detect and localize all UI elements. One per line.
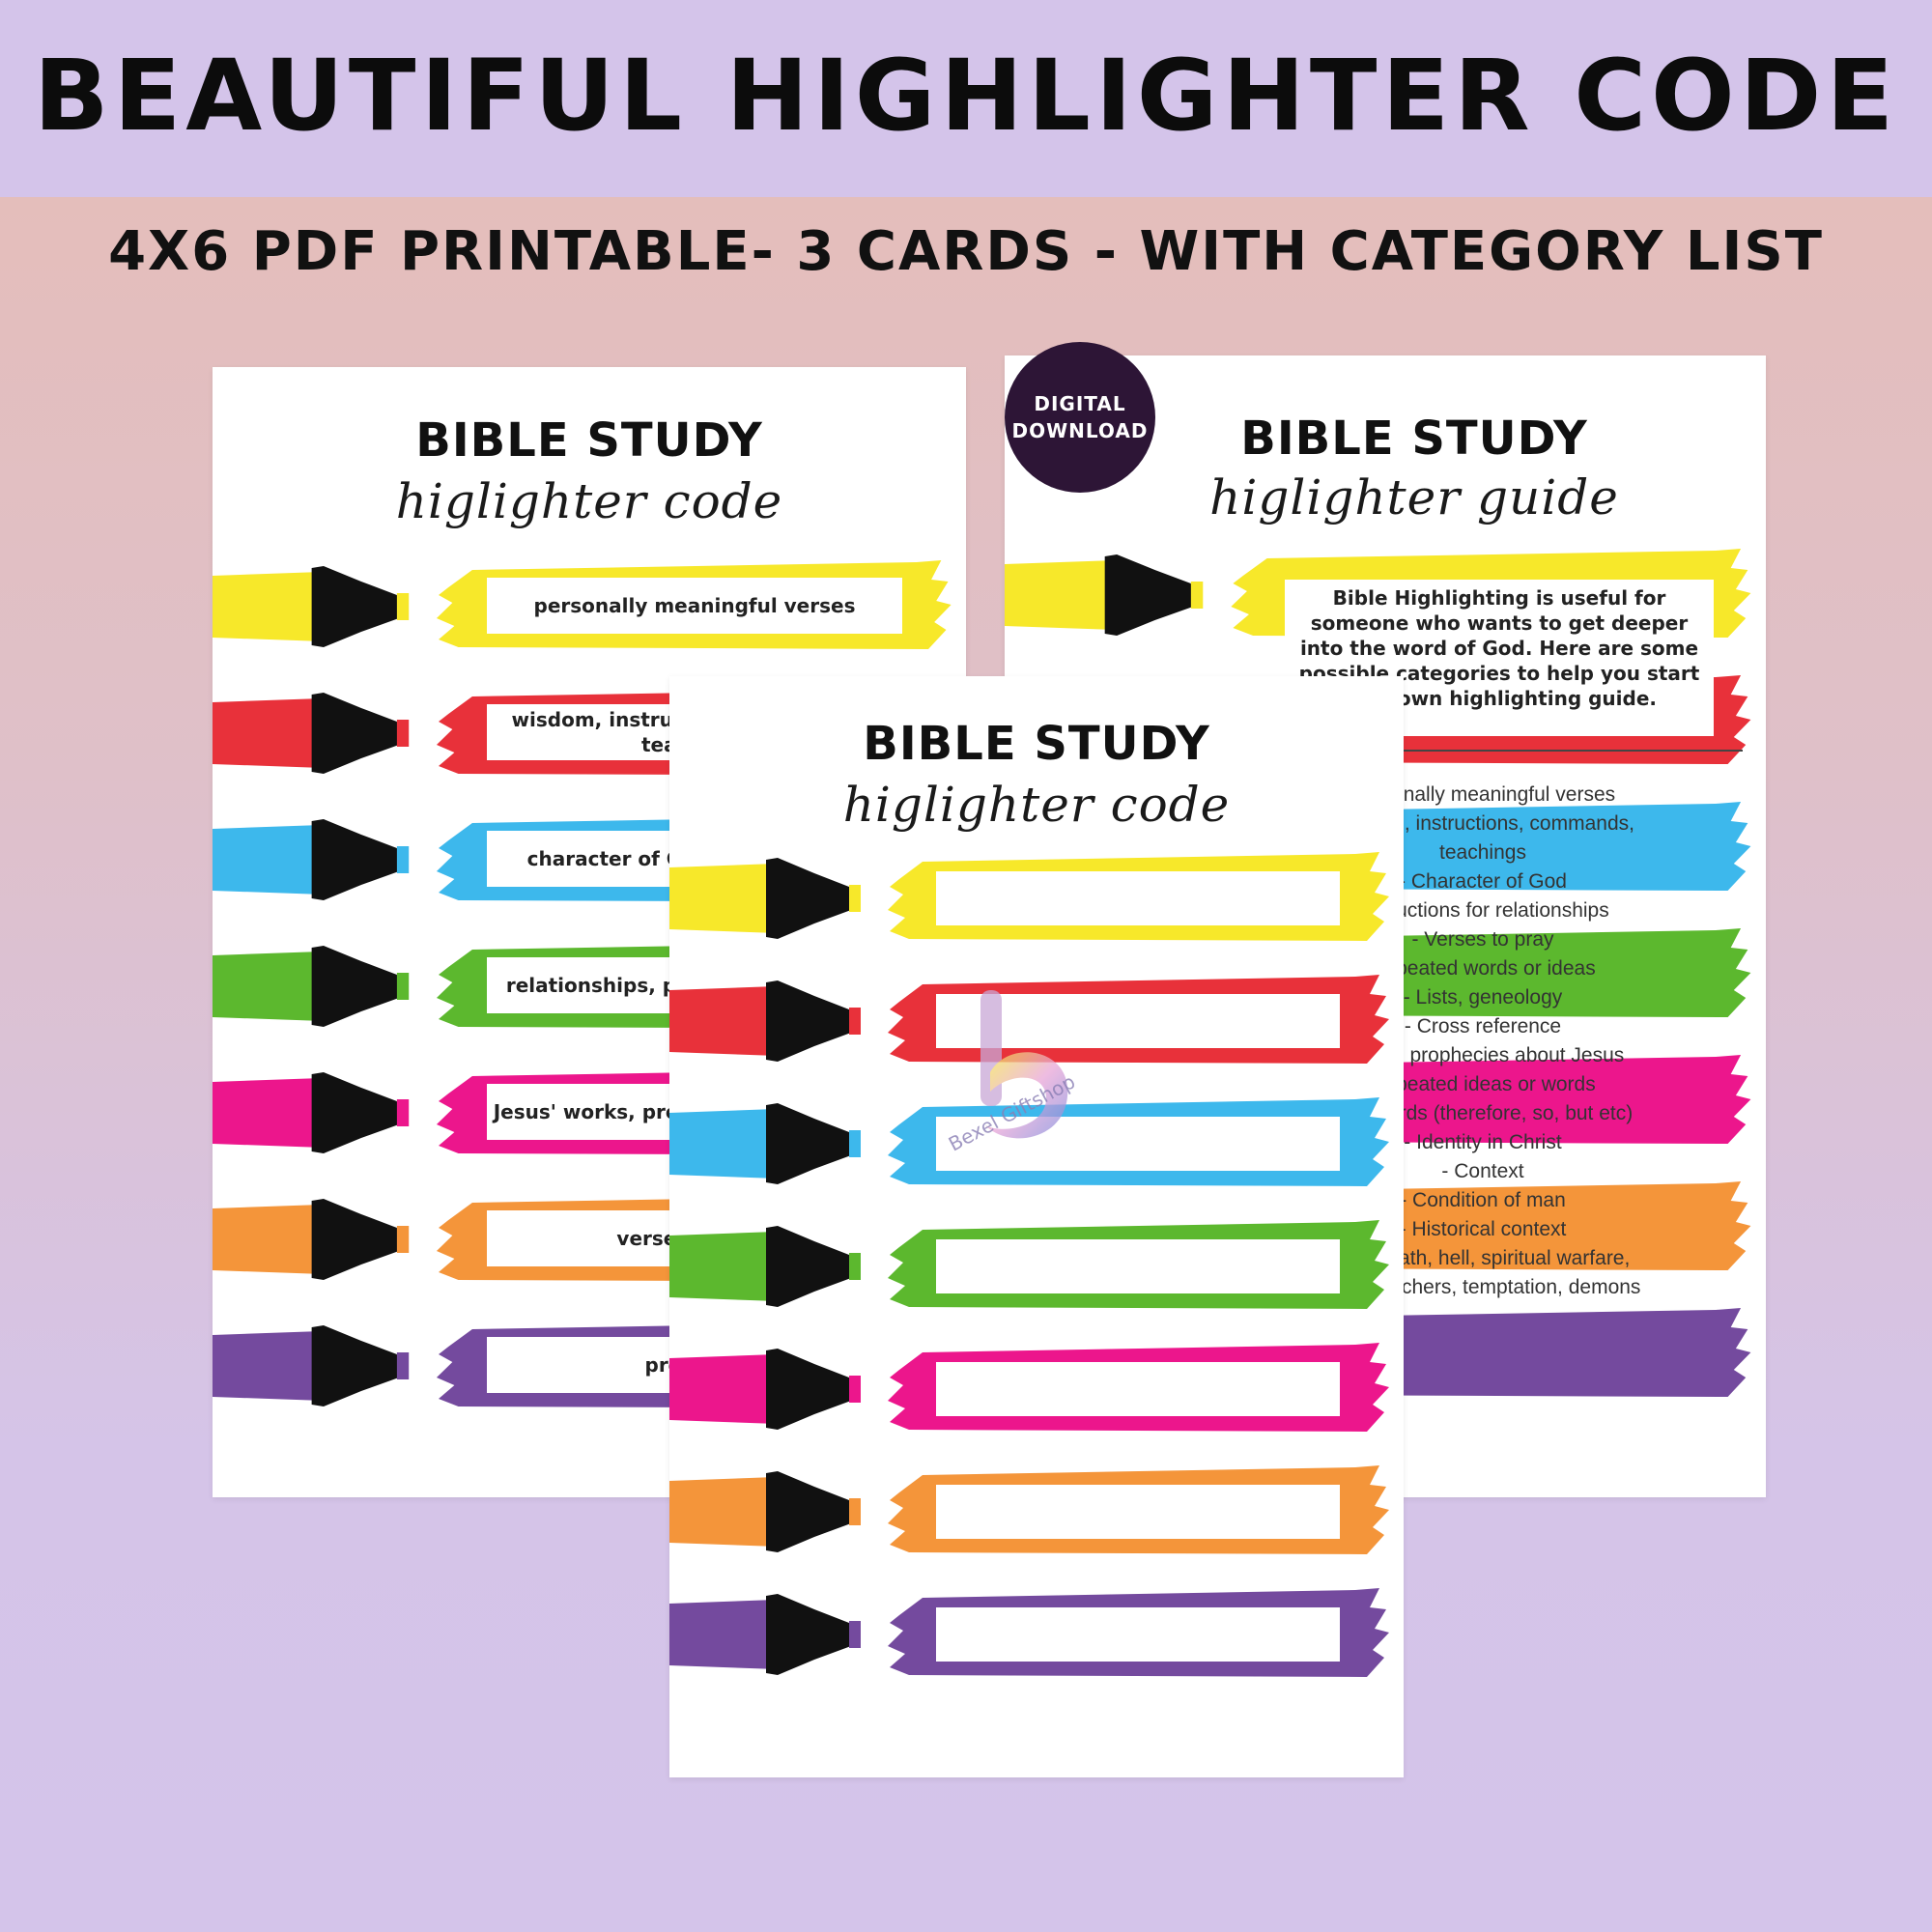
highlighter-label-box[interactable] [936, 1239, 1340, 1293]
card-title: BIBLE STUDY [863, 717, 1210, 771]
highlighter-label-box[interactable] [936, 1117, 1340, 1171]
highlighter-label-box[interactable] [936, 1485, 1340, 1539]
card-title: BIBLE STUDY [1240, 412, 1588, 466]
badge-line-1: DIGITAL [1034, 392, 1126, 415]
highlighter-row-yellow: personally meaningful verses [213, 558, 966, 655]
category-item: Instructions for relationships [1356, 899, 1609, 922]
top-banner: BEAUTIFUL HIGHLIGHTER CODE [0, 0, 1932, 197]
highlighter-label-box[interactable] [936, 1362, 1340, 1416]
category-item: - Identity in Christ [1404, 1131, 1562, 1153]
category-item: Repeated words or ideas [1370, 957, 1596, 980]
category-item: - Character of God [1399, 870, 1567, 893]
badge-line-2: DOWNLOAD [1011, 419, 1149, 442]
category-item: - Condition of man [1400, 1189, 1566, 1211]
category-item: - Lists, geneology [1403, 986, 1563, 1009]
card-script-title: higlighter code [395, 473, 783, 529]
highlighter-row-pink [669, 1341, 1404, 1437]
category-item: Key words (therefore, so, but etc) [1332, 1102, 1634, 1124]
highlighter-row-orange [669, 1463, 1404, 1560]
category-item: Repeated ideas or words [1370, 1073, 1596, 1095]
card-title: BIBLE STUDY [415, 413, 763, 468]
category-item: - Verses to pray [1411, 928, 1554, 951]
category-item: Wisdom, instructions, commands, [1331, 812, 1634, 835]
card-highlighter-code-blank: BIBLE STUDY higlighter code [669, 676, 1404, 1777]
highlighter-label-box[interactable] [936, 994, 1340, 1048]
guide-divider [1372, 750, 1743, 752]
category-item: - Context [1441, 1160, 1524, 1182]
category-item: teachings [1439, 841, 1526, 864]
highlighter-label-box[interactable] [936, 871, 1340, 925]
card-script-title: higlighter guide [1209, 469, 1619, 526]
category-item: - Historical context [1399, 1218, 1567, 1240]
subtitle: 4X6 PDF PRINTABLE- 3 CARDS - WITH CATEGO… [108, 220, 1824, 283]
category-item: Works, prophecies about Jesus [1341, 1044, 1625, 1066]
highlighter-row-red [669, 973, 1404, 1069]
highlighter-row-yellow [669, 850, 1404, 947]
bexel-logo-icon [980, 990, 1068, 1139]
card-script-title: higlighter code [842, 777, 1231, 833]
highlighter-row-green [669, 1218, 1404, 1315]
banner-title: BEAUTIFUL HIGHLIGHTER CODE [33, 38, 1899, 154]
digital-download-badge: DIGITAL DOWNLOAD [1005, 342, 1155, 493]
highlighter-label-box: personally meaningful verses [487, 578, 902, 634]
category-item: Personally meaningful verses [1350, 783, 1616, 806]
highlighter-row-blue [669, 1095, 1404, 1192]
category-item: false teachers, temptation, demons [1324, 1276, 1641, 1298]
highlighter-label-box[interactable] [936, 1607, 1340, 1662]
category-item: Sin, death, hell, spiritual warfare, [1335, 1247, 1631, 1269]
highlighter-row-purple [669, 1586, 1404, 1683]
category-item: - Cross reference [1404, 1015, 1562, 1037]
